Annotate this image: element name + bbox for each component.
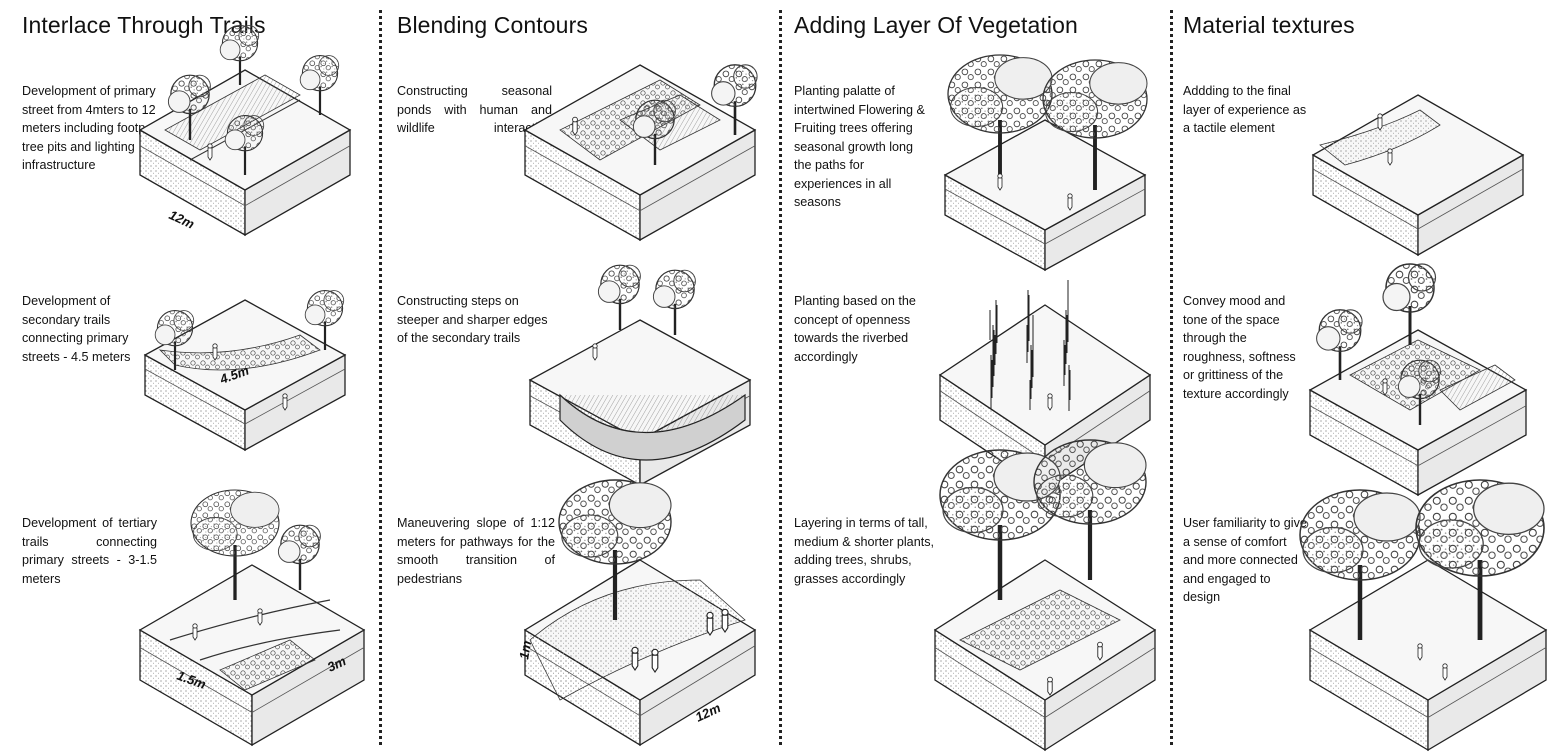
block-familiarity	[1300, 480, 1546, 750]
block-layering	[935, 440, 1155, 750]
tree-icon	[653, 270, 695, 335]
person-icon	[722, 609, 728, 632]
person-icon	[632, 647, 638, 670]
tree-icon	[1383, 264, 1436, 345]
person-icon	[258, 609, 262, 625]
person-icon	[573, 117, 578, 135]
block-steps	[530, 265, 750, 485]
person-icon	[707, 612, 713, 635]
block-mood-tone	[1310, 264, 1526, 495]
person-icon	[283, 394, 287, 410]
person-icon	[1383, 379, 1387, 395]
block-flowering-trees	[945, 55, 1147, 270]
dim-label-12m-trails: 12m	[167, 207, 197, 232]
tree-icon	[278, 525, 320, 590]
person-icon	[998, 174, 1002, 190]
person-icon	[1048, 394, 1052, 410]
person-icon	[1378, 114, 1382, 130]
person-icon	[208, 144, 212, 160]
person-icon	[1443, 664, 1447, 680]
person-icon	[1418, 644, 1422, 660]
person-icon	[1388, 149, 1392, 165]
person-icon	[1048, 677, 1053, 695]
person-icon	[593, 344, 597, 360]
block-tactile	[1313, 95, 1523, 255]
block-seasonal-ponds	[525, 65, 757, 240]
tree-icon	[1034, 440, 1146, 580]
tree-icon	[598, 265, 640, 330]
person-icon	[1098, 642, 1103, 660]
block-tertiary-trail	[140, 490, 364, 745]
person-icon	[652, 649, 658, 672]
person-icon	[213, 344, 217, 360]
block-primary-street	[140, 26, 350, 235]
block-slope	[525, 480, 755, 745]
person-icon	[193, 624, 197, 640]
person-icon	[1068, 194, 1072, 210]
